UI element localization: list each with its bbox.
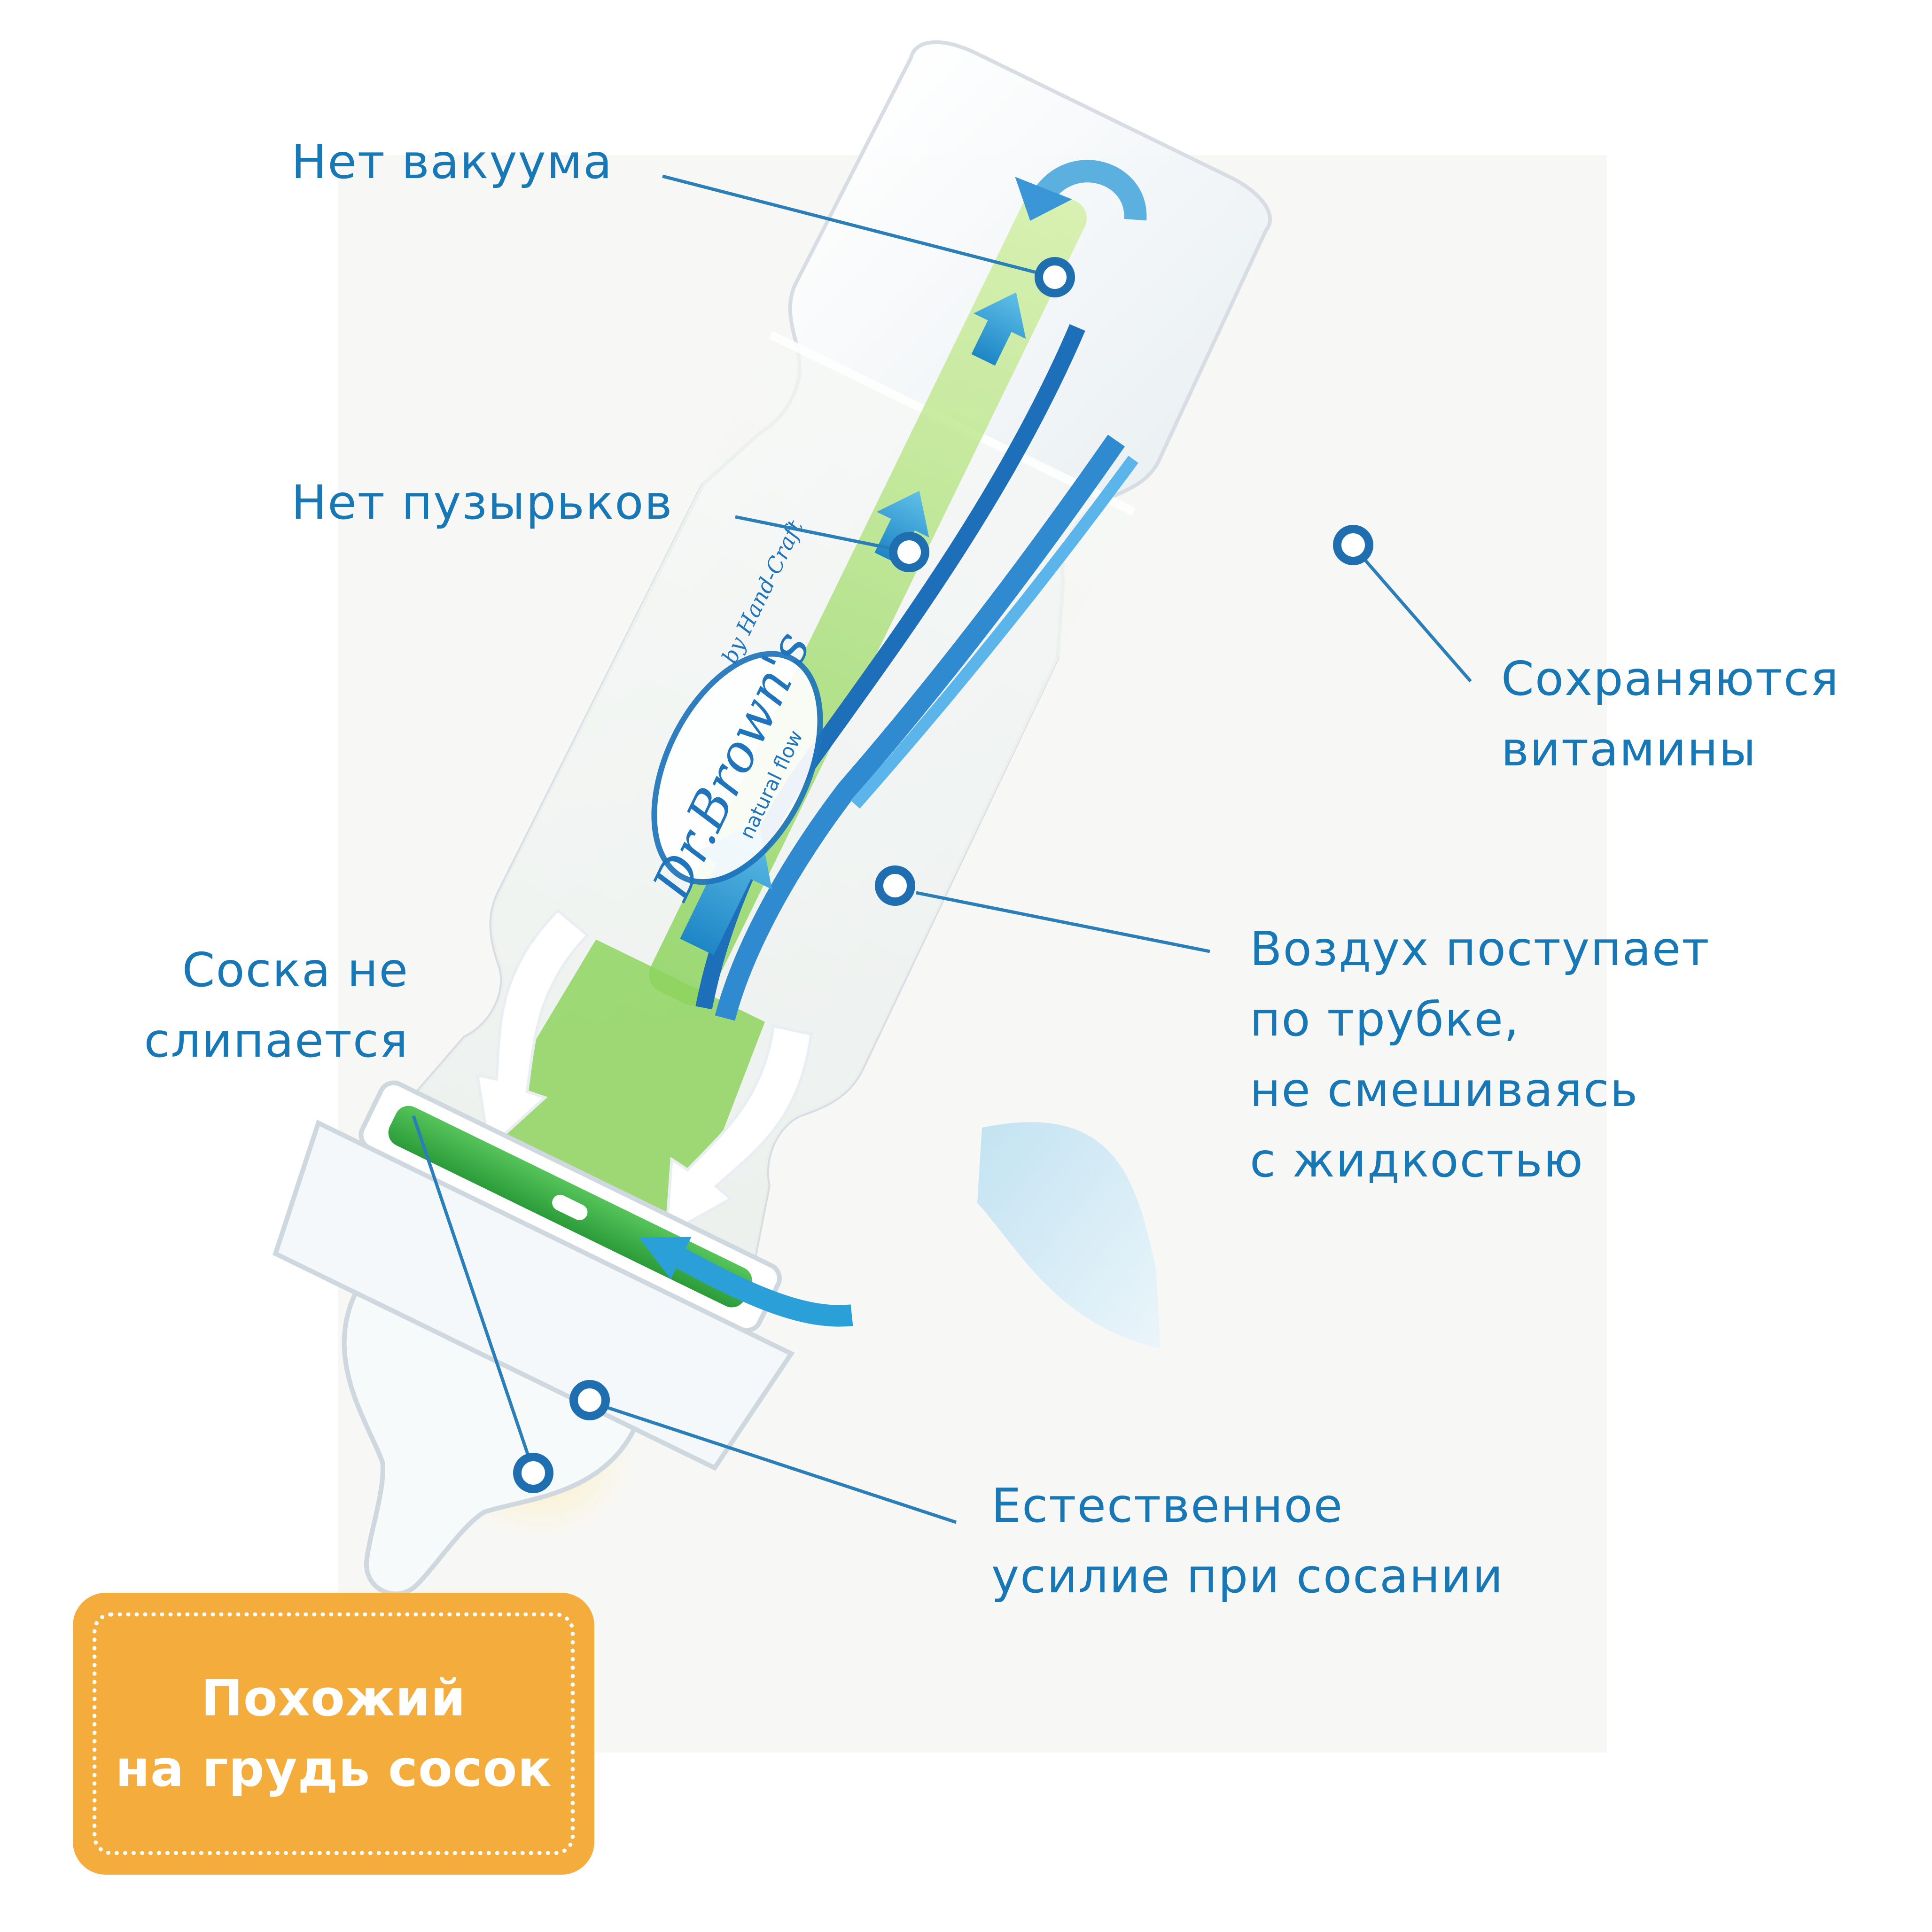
callout-dot-icon bbox=[875, 865, 915, 906]
badge-dotted-border: Похожий на грудь сосок bbox=[93, 1613, 575, 1855]
callout-natural-suck: Естественное усилие при сосании bbox=[991, 1478, 1504, 1604]
callout-dot-icon bbox=[1333, 525, 1373, 565]
badge-line-2: на грудь сосок bbox=[115, 1740, 552, 1798]
nipple bbox=[342, 1289, 638, 1597]
callout-dot-icon bbox=[889, 532, 929, 572]
blue-ribbon-2 bbox=[715, 435, 1125, 1021]
leader-nipple bbox=[412, 1115, 535, 1472]
air-arrow-icon bbox=[671, 1246, 853, 1327]
breast-like-nipple-badge: Похожий на грудь сосок bbox=[73, 1593, 594, 1875]
callout-dot-icon bbox=[1035, 257, 1075, 297]
leader-no-bubbles bbox=[735, 515, 910, 554]
top-air-arrow-icon bbox=[1028, 160, 1147, 221]
callout-air-flow: Воздух поступает по трубке, не смешиваяс… bbox=[1250, 921, 1710, 1188]
leader-vitamins bbox=[1359, 553, 1472, 683]
callout-vitamins: Сохраняются витамины bbox=[1501, 651, 1840, 777]
screw-cap bbox=[273, 1120, 795, 1471]
callout-no-vacuum: Нет вакуума bbox=[291, 134, 613, 189]
leader-natural-suck bbox=[591, 1401, 957, 1524]
vent-reservoir bbox=[484, 939, 765, 1224]
callout-nipple-no-collapse: Соска не слипается bbox=[144, 943, 409, 1068]
badge-line-1: Похожий bbox=[201, 1669, 466, 1727]
air-stream bbox=[977, 1122, 1161, 1348]
blue-ribbon-3 bbox=[850, 455, 1138, 809]
leader-air-flow bbox=[916, 891, 1210, 953]
callout-dot-icon bbox=[513, 1453, 553, 1493]
callout-dot-icon bbox=[569, 1380, 610, 1420]
callout-no-bubbles: Нет пузырьков bbox=[291, 475, 673, 530]
leader-no-vacuum bbox=[662, 174, 1055, 279]
